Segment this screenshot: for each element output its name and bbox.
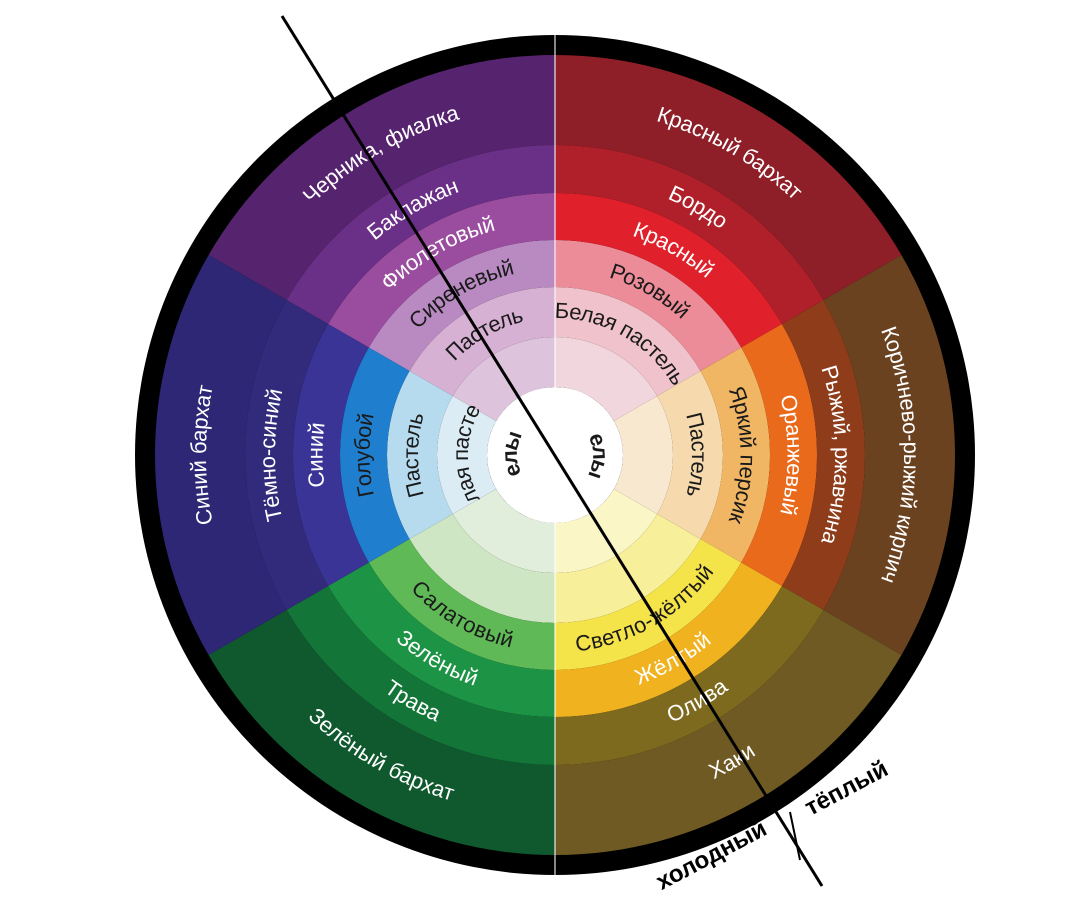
wedge-orange-ring-5	[823, 255, 955, 655]
wedge-blue-ring-3	[293, 324, 369, 586]
wedge-blue-ring-2	[340, 347, 410, 563]
wedge-orange-ring-2	[700, 347, 770, 563]
wedge-yellow-ring-0	[555, 489, 658, 573]
wedge-green-ring-4	[286, 586, 555, 765]
wedge-green-ring-3	[328, 562, 555, 717]
wedge-red-ring-3	[555, 193, 782, 348]
wedge-red-ring-1	[555, 287, 701, 396]
wedge-blue-ring-1	[387, 371, 453, 539]
wedge-blue-ring-0	[437, 396, 497, 514]
wedge-blue-ring-5	[155, 255, 287, 655]
temperature-diagonal-line	[280, 15, 824, 887]
wedge-red-ring-4	[555, 145, 824, 324]
wedge-blue-ring-4	[245, 300, 329, 610]
label-blue-2: Голубой	[349, 411, 378, 499]
wedge-purple-ring-1	[409, 287, 555, 396]
wedge-yellow-ring-4	[555, 586, 824, 765]
wedge-purple-ring-0	[452, 337, 555, 421]
temperature-separator	[789, 811, 801, 861]
wedge-red-ring-0	[555, 337, 658, 421]
wedge-orange-ring-3	[741, 324, 817, 586]
wedge-red-ring-5	[555, 55, 902, 300]
wedge-green-ring-0	[452, 489, 555, 573]
wedge-green-ring-5	[208, 610, 555, 855]
wedge-orange-ring-0	[613, 396, 673, 514]
label-blue-3: Синий	[302, 421, 329, 489]
wedge-yellow-ring-1	[555, 514, 701, 623]
wedge-green-ring-2	[368, 539, 555, 670]
wedge-green-ring-1	[409, 514, 555, 623]
wedge-orange-ring-1	[657, 371, 723, 539]
wedge-purple-ring-4	[286, 145, 555, 324]
wedge-orange-ring-4	[781, 300, 865, 610]
wedge-red-ring-2	[555, 240, 742, 371]
